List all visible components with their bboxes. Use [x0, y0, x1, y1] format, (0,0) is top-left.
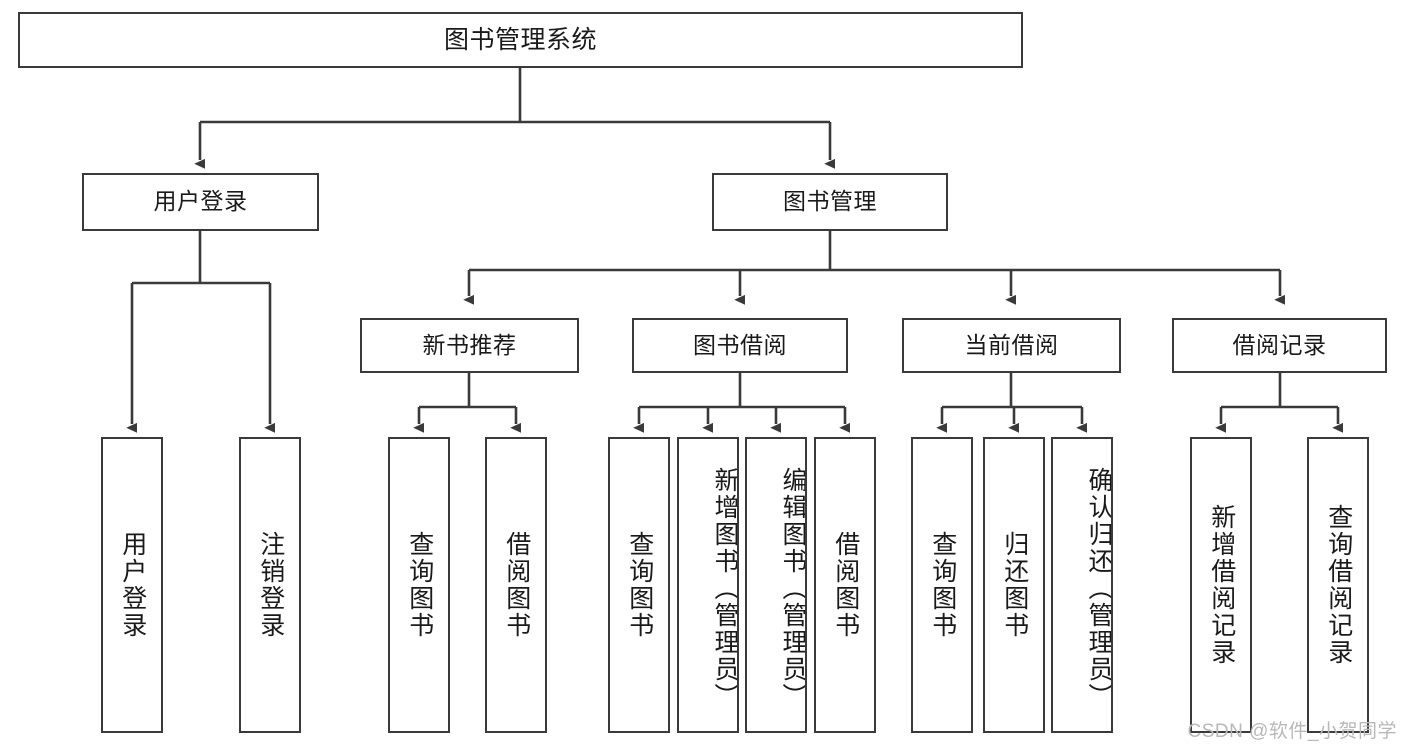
leaf-return-book-label: 归还图书	[1000, 531, 1029, 639]
leaf-query-borrow-record[interactable]: 查询借阅记录	[1307, 437, 1369, 733]
node-book-management[interactable]: 图书管理	[712, 173, 948, 231]
leaf-borrow-book-new[interactable]: 借阅图书	[485, 437, 547, 733]
watermark: CSDN @软件_小贺同学	[1187, 721, 1397, 742]
node-book-management-label: 图书管理	[783, 188, 877, 215]
node-book-borrow-label: 图书借阅	[693, 331, 787, 358]
node-borrow-record[interactable]: 借阅记录	[1172, 318, 1387, 373]
leaf-query-borrow-record-label: 查询借阅记录	[1324, 504, 1353, 666]
leaf-return-book[interactable]: 归还图书	[983, 437, 1045, 733]
leaf-add-borrow-record-label: 新增借阅记录	[1207, 504, 1236, 666]
node-user-login[interactable]: 用户登录	[82, 173, 319, 231]
node-root-label: 图书管理系统	[443, 26, 597, 54]
leaf-logout-label: 注销登录	[256, 531, 285, 639]
leaf-query-book-new[interactable]: 查询图书	[388, 437, 450, 733]
leaf-edit-book-admin-label: 编辑图书（管理员）	[779, 466, 807, 710]
leaf-query-book-current[interactable]: 查询图书	[911, 437, 973, 733]
leaf-user-login-label: 用户登录	[118, 531, 147, 639]
leaf-query-book-new-label: 查询图书	[405, 531, 434, 639]
node-root[interactable]: 图书管理系统	[18, 12, 1023, 68]
node-current-borrow-label: 当前借阅	[964, 331, 1059, 358]
leaf-query-book-borrow-label: 查询图书	[625, 531, 654, 639]
leaf-confirm-return-admin-label: 确认归还（管理员）	[1085, 466, 1113, 710]
leaf-borrow-book[interactable]: 借阅图书	[814, 437, 876, 733]
node-user-login-label: 用户登录	[153, 188, 248, 215]
leaf-add-book-admin-label: 新增图书（管理员）	[711, 466, 739, 710]
leaf-query-book-borrow[interactable]: 查询图书	[608, 437, 670, 733]
node-current-borrow[interactable]: 当前借阅	[902, 318, 1121, 373]
node-new-book-recommend-label: 新书推荐	[422, 331, 517, 358]
leaf-user-login[interactable]: 用户登录	[101, 437, 163, 733]
leaf-add-borrow-record[interactable]: 新增借阅记录	[1190, 437, 1252, 733]
node-borrow-record-label: 借阅记录	[1232, 331, 1327, 358]
leaf-add-book-admin[interactable]: 新增图书（管理员）	[677, 437, 739, 733]
leaf-query-book-current-label: 查询图书	[928, 531, 957, 639]
leaf-borrow-book-label: 借阅图书	[831, 531, 860, 639]
leaf-logout[interactable]: 注销登录	[239, 437, 301, 733]
leaf-borrow-book-new-label: 借阅图书	[502, 531, 531, 639]
leaf-confirm-return-admin[interactable]: 确认归还（管理员）	[1051, 437, 1113, 733]
leaf-edit-book-admin[interactable]: 编辑图书（管理员）	[745, 437, 807, 733]
node-new-book-recommend[interactable]: 新书推荐	[360, 318, 579, 373]
node-book-borrow[interactable]: 图书借阅	[632, 318, 848, 373]
